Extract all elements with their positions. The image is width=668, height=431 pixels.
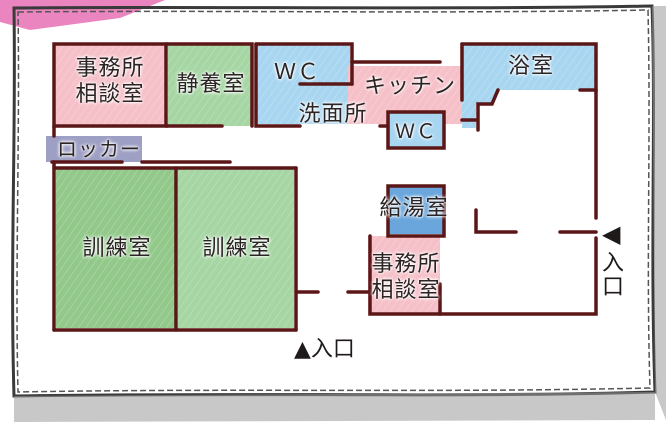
label-kitchen: キッチン [363, 74, 456, 99]
locker-room [46, 136, 142, 162]
label-office-bottom: 事務所 相談室 [371, 252, 441, 303]
entrance-right-label: 入 口 [601, 251, 624, 300]
label-locker: ロッカー [57, 137, 141, 161]
hatched-border-right [652, 6, 666, 420]
label-office-top: 事務所 相談室 [75, 56, 145, 107]
entrance-bottom: ▲入口 [294, 337, 355, 362]
label-washroom: 洗面所 [298, 102, 368, 127]
label-training-1: 訓練室 [82, 236, 152, 261]
label-rest-room: 静養室 [176, 72, 246, 97]
hatched-border-bottom [14, 392, 655, 422]
label-wc-top: ＷＣ [273, 60, 320, 85]
sketch-frame-inner [16, 9, 651, 393]
walls [50, 42, 598, 332]
label-kettle-room: 給湯室 [379, 196, 449, 221]
kettle-room [388, 186, 444, 234]
entrance-right-arrow: ◀ [602, 220, 621, 248]
ribbon-decoration [0, 0, 165, 30]
label-training-2: 訓練室 [202, 236, 272, 261]
label-wc-small: ＷＣ [395, 119, 437, 143]
label-bath: 浴室 [507, 54, 554, 79]
wc-small-room [388, 112, 444, 148]
